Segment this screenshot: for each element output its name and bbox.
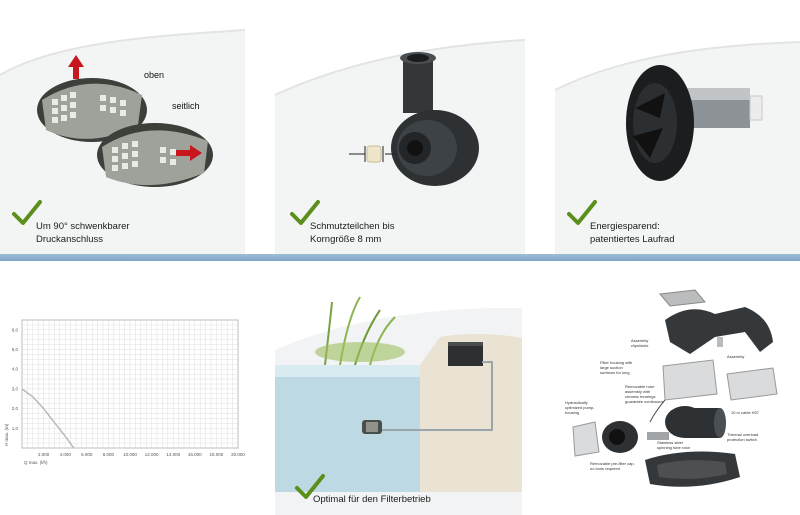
chart-x-tick-label: 16.000 xyxy=(188,452,202,457)
feature-panel-swivel: oben seitlich Um 90° schwenkbarer Drucka… xyxy=(0,0,260,254)
exploded-view-panel: Assembly clips/slots Assembly Filter hou… xyxy=(545,262,800,515)
label-prefilter-cap: Removable pre-filter cap, no tools requi… xyxy=(590,461,635,471)
chart-y-tick-label: 2,0 xyxy=(12,406,19,411)
label-filter-housing: Filter housing with large suction surfac… xyxy=(600,360,633,375)
label-hydraulic-housing: Hydraulically optimized pump-housing xyxy=(565,400,595,415)
chart-x-tick-label: 10.000 xyxy=(123,452,137,457)
feature-caption-particles: Schmutzteilchen bis Korngröße 8 mm xyxy=(310,221,395,245)
label-stainless-rotor: Stainless steel spinning tube rotor xyxy=(657,440,691,450)
chart-x-tick-label: 18.000 xyxy=(210,452,224,457)
chart-x-tick-label: 4.000 xyxy=(60,452,72,457)
chart-x-tick-label: 12.000 xyxy=(145,452,159,457)
chart-y-tick-label: 3,0 xyxy=(12,386,19,391)
chart-y-axis-label: H max. (m) xyxy=(4,423,9,446)
chart-y-tick-label: 5,0 xyxy=(12,347,19,352)
label-side: seitlich xyxy=(172,101,200,111)
pump-product-image xyxy=(37,55,213,187)
checkmark-icon xyxy=(290,200,320,225)
pump-housing-image xyxy=(349,52,479,186)
label-top: oben xyxy=(144,70,165,80)
feature-panel-particles: Schmutzteilchen bis Korngröße 8 mm xyxy=(270,0,530,254)
label-removable-rotor: Removable rotor assembly with ceramic be… xyxy=(625,384,664,404)
performance-chart-panel: 2.000 4.000 6.000 8.000 10.000 12.000 14.000 16… xyxy=(0,262,260,515)
performance-chart: 2.000 4.000 6.000 8.000 10.000 12.000 14.000 16… xyxy=(4,319,245,465)
pond-illustration xyxy=(275,296,522,515)
chart-y-tick-label: 1,0 xyxy=(12,426,19,431)
label-cable: 10 m cable H07 xyxy=(731,410,760,415)
pond-caption: Optimal für den Filterbetrieb xyxy=(313,494,431,505)
chart-x-axis-label: Q max. (l/h) xyxy=(24,460,48,465)
pond-panel: Optimal für den Filterbetrieb xyxy=(270,262,530,515)
chart-y-tick-label: 6,0 xyxy=(12,327,19,332)
chart-x-tick-label: 8.000 xyxy=(103,452,115,457)
exploded-pump-diagram xyxy=(572,289,778,487)
label-assembly-clips: Assembly clips/slots xyxy=(631,338,649,348)
checkmark-icon xyxy=(12,200,42,225)
chart-y-tick-label: 4,0 xyxy=(12,367,19,372)
checkmark-icon xyxy=(567,200,597,225)
label-thermal-switch: Thermal overload protection switch xyxy=(727,432,759,442)
impeller-image xyxy=(626,65,763,181)
feature-panel-impeller: Energiesparend: patentiertes Laufrad xyxy=(545,0,800,254)
feature-caption-swivel: Um 90° schwenkbarer Druckanschluss xyxy=(36,221,130,245)
checkmark-icon xyxy=(295,474,325,499)
label-assembly: Assembly xyxy=(727,354,745,359)
chart-x-tick-label: 6.000 xyxy=(81,452,93,457)
chart-x-tick-label: 14.000 xyxy=(166,452,180,457)
section-divider xyxy=(0,254,800,261)
chart-x-tick-label: 20.000 xyxy=(231,452,245,457)
chart-x-tick-label: 2.000 xyxy=(38,452,50,457)
feature-caption-impeller: Energiesparend: patentiertes Laufrad xyxy=(590,221,675,245)
chart-series-line xyxy=(21,388,75,449)
